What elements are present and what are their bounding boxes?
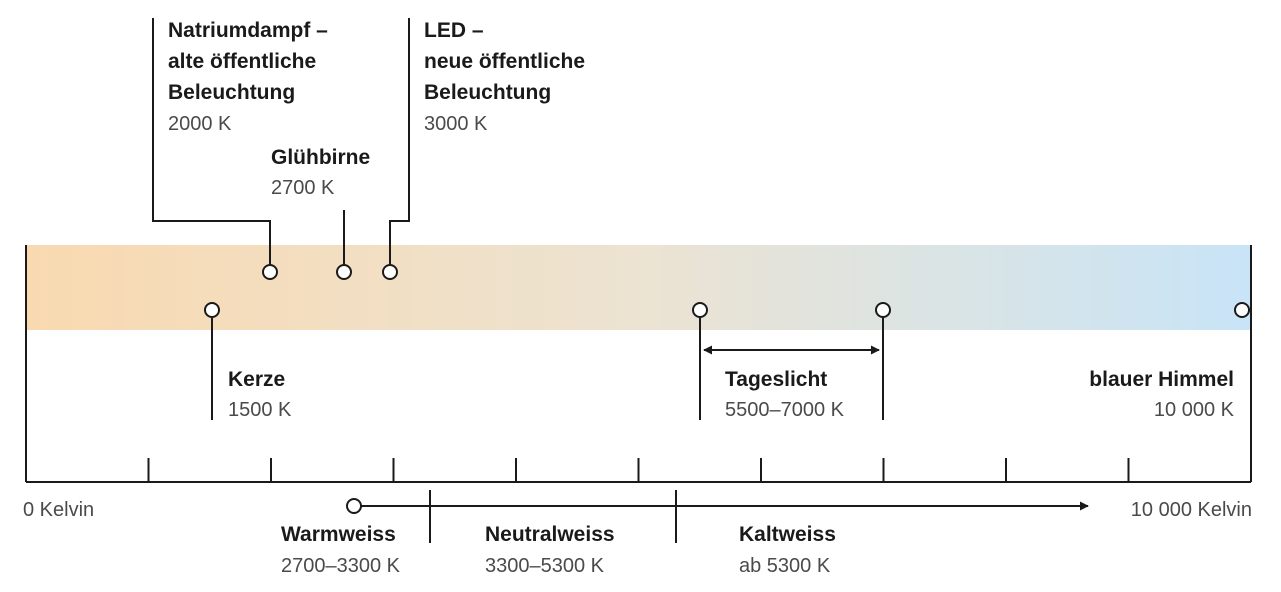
kaltweiss-title: Kaltweiss [739,523,836,546]
warmweiss-value: 2700–3300 K [281,555,401,577]
category-start-marker [346,498,362,514]
led-leader-line [389,18,410,264]
gluehbirne-marker [336,264,352,280]
source-tageslicht: Tageslicht 5500–7000 K [692,302,891,421]
himmel-value: 10 000 K [1154,399,1235,421]
kaltweiss-value: ab 5300 K [739,555,831,577]
axis-ticks [147,458,1130,482]
color-temperature-band [26,245,1251,330]
source-kerze: Kerze 1500 K [204,302,292,421]
kerze-marker [204,302,220,318]
led-value: 3000 K [424,113,488,135]
source-natrium: Natriumdampf – alte öffentliche Beleucht… [152,18,334,280]
source-himmel: blauer Himmel 10 000 K [1089,302,1250,421]
tageslicht-end-marker [875,302,891,318]
neutralweiss-title: Neutralweiss [485,523,615,546]
kelvin-axis: 0 Kelvin 10 000 Kelvin [23,245,1252,521]
warmweiss-title: Warmweiss [281,523,396,546]
natrium-marker [262,264,278,280]
axis-start-label: 0 Kelvin [23,499,94,521]
light-category-scale: Warmweiss 2700–3300 K Neutralweiss 3300–… [281,490,1089,577]
natrium-leader-line [152,18,271,264]
source-led: LED – neue öffentliche Beleuchtung 3000 … [382,18,591,280]
himmel-marker [1234,302,1250,318]
led-marker [382,264,398,280]
tageslicht-title: Tageslicht [725,368,827,391]
natrium-title: Natriumdampf – alte öffentliche Beleucht… [168,19,334,104]
himmel-title: blauer Himmel [1089,368,1234,391]
tageslicht-value: 5500–7000 K [725,399,845,421]
neutralweiss-value: 3300–5300 K [485,555,605,577]
led-title: LED – neue öffentliche Beleuchtung [424,19,591,104]
kerze-title: Kerze [228,368,285,391]
kerze-value: 1500 K [228,399,292,421]
axis-end-label: 10 000 Kelvin [1131,499,1252,521]
source-gluehbirne: Glühbirne 2700 K [271,146,370,280]
gluehbirne-title: Glühbirne [271,146,370,169]
natrium-value: 2000 K [168,113,232,135]
tageslicht-start-marker [692,302,708,318]
gluehbirne-value: 2700 K [271,177,335,199]
